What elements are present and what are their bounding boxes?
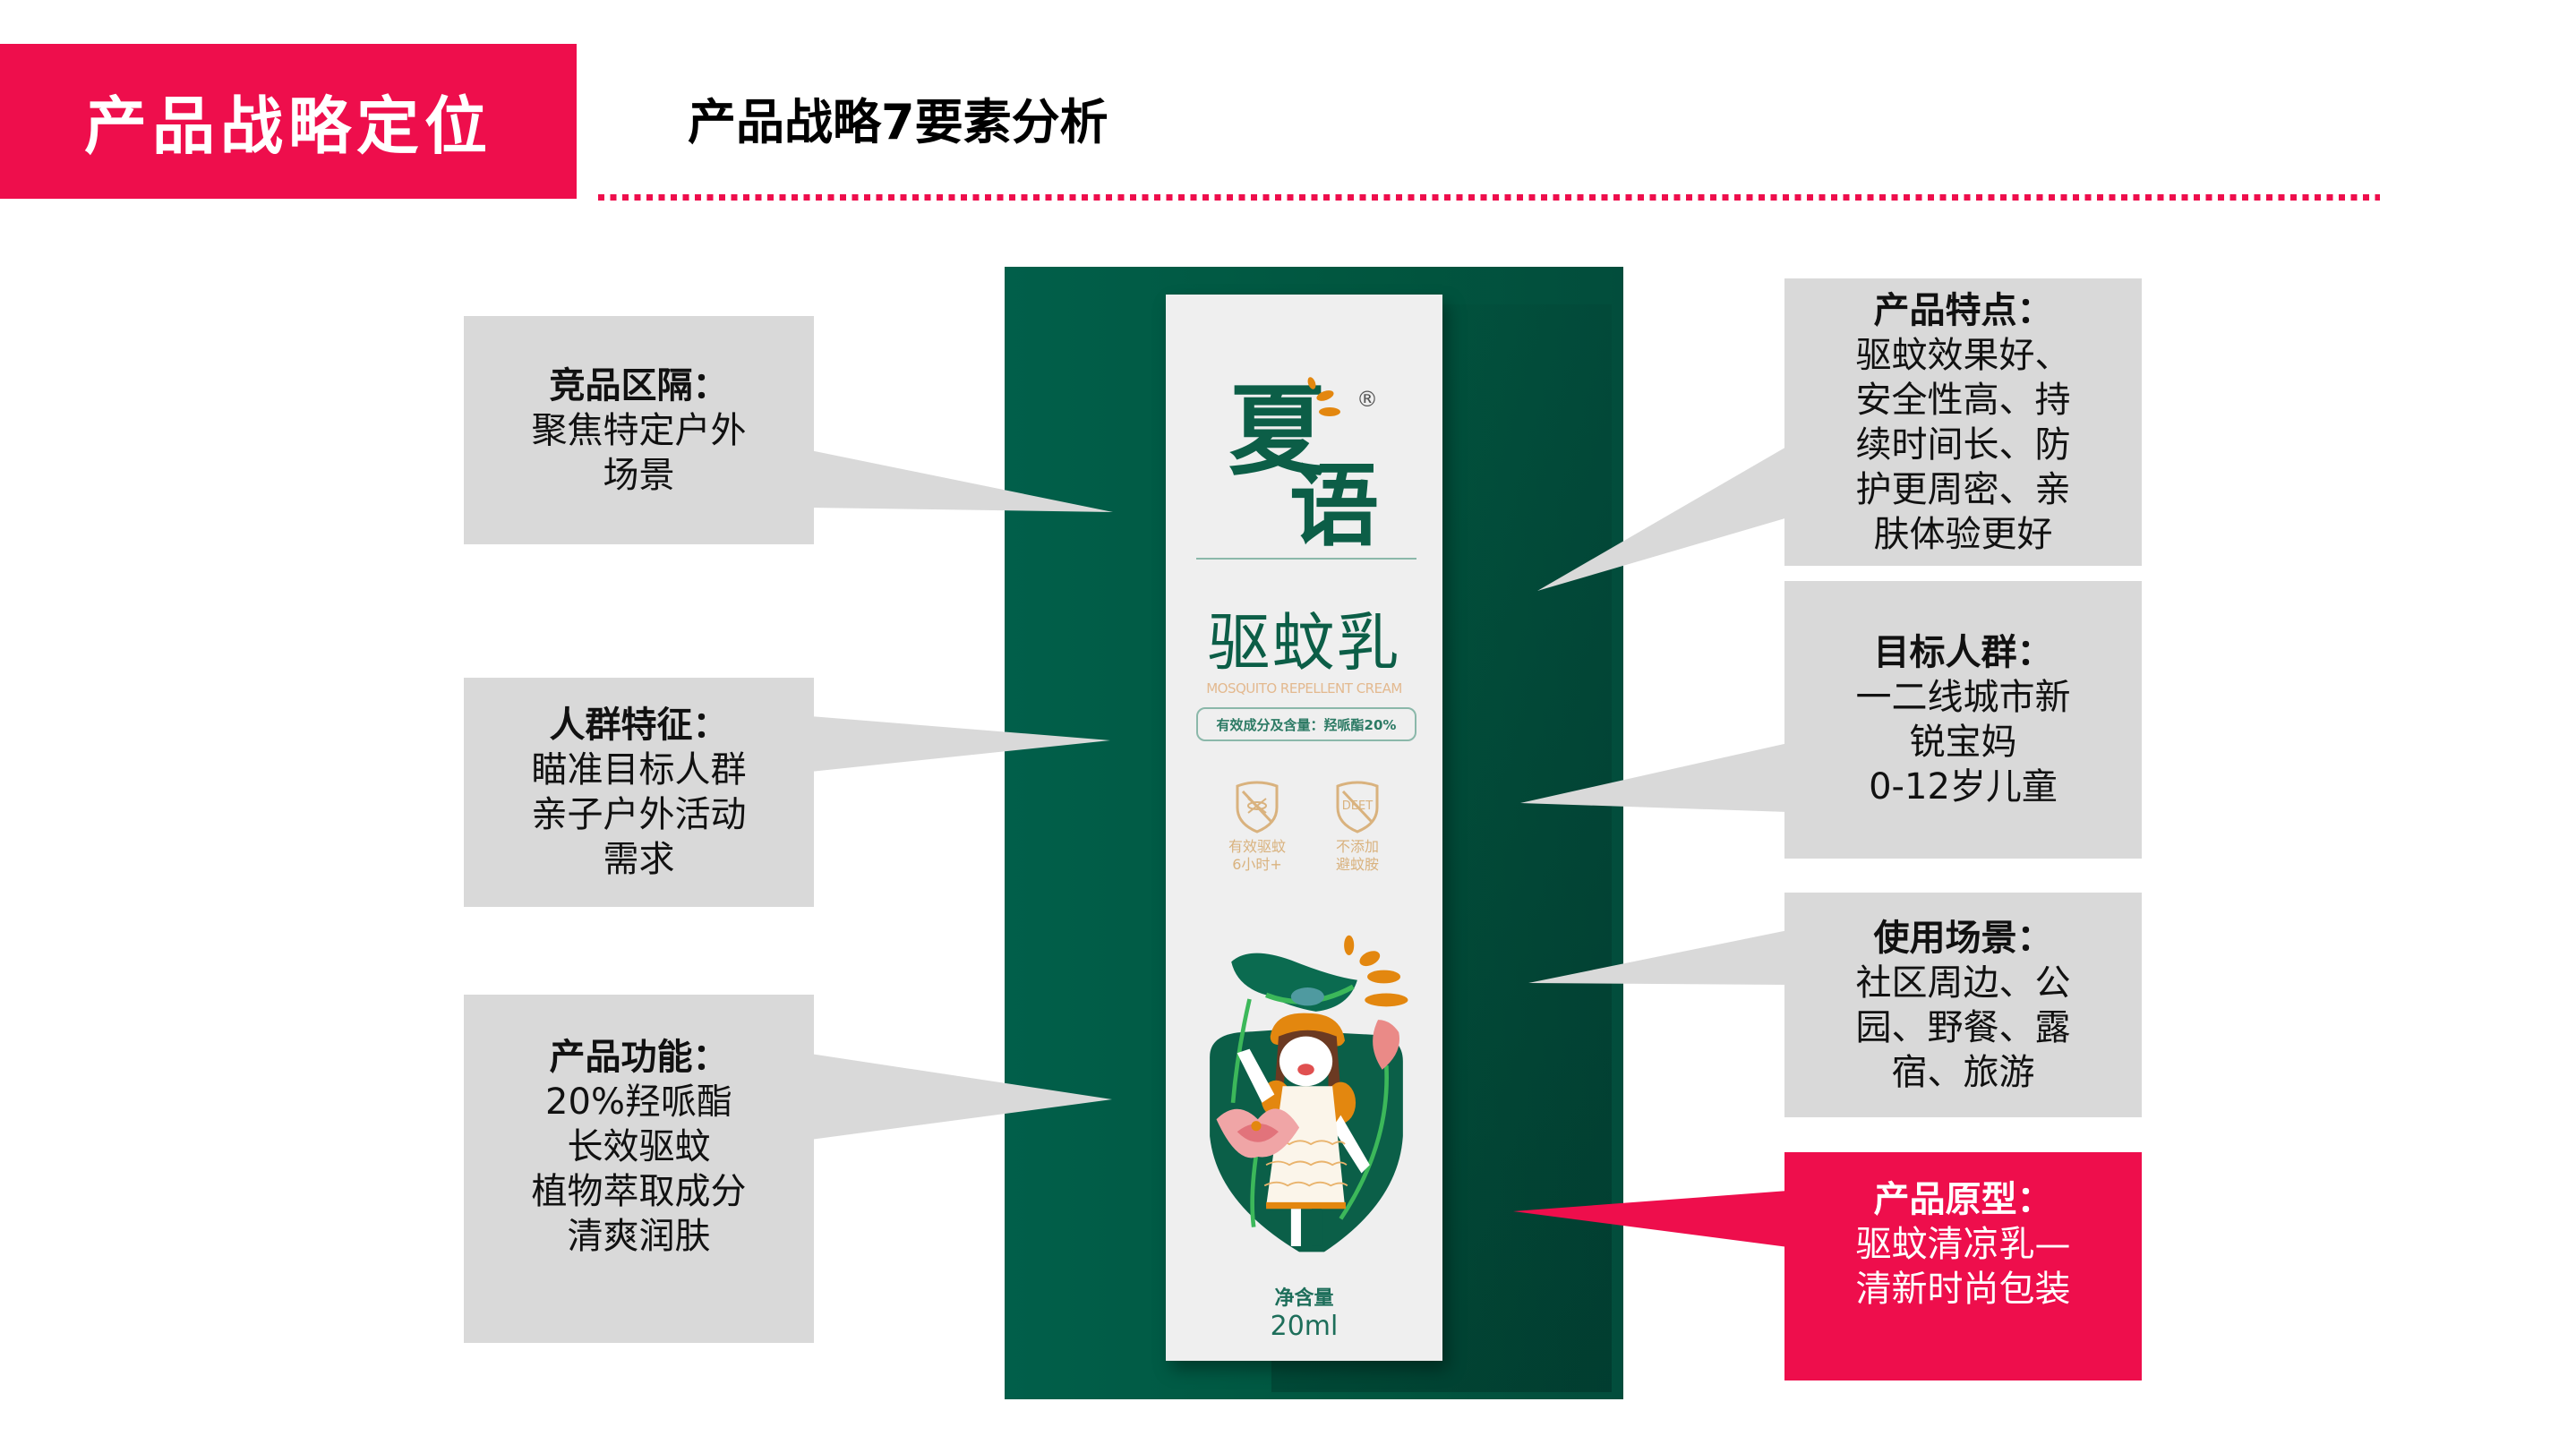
callout-title: 人群特征：: [549, 705, 729, 746]
registered-mark: ®: [1356, 387, 1378, 412]
callout-line: 长效驱蚊: [567, 1126, 711, 1167]
svg-text:DEET: DEET: [1342, 799, 1373, 813]
callout-line: 亲子户外活动: [531, 794, 747, 835]
dotted-divider: [598, 194, 2380, 201]
page-subtitle: 产品战略7要素分析: [688, 94, 1108, 150]
callout-line: 场景: [603, 454, 675, 496]
net-content-label: 净含量: [1274, 1287, 1334, 1310]
callout-product-features: 产品特点： 驱蚊效果好、 安全性高、持 续时间长、防 护更周密、亲 肤体验更好: [1784, 278, 2142, 566]
brand-logo-icon: 夏 语: [1228, 374, 1379, 546]
callout-line: 20%羟哌酯: [545, 1081, 732, 1123]
svg-text:夏: 夏: [1228, 374, 1328, 489]
badge-text-duration: 有效驱蚊 6小时+: [1212, 838, 1302, 874]
product-name-en: MOSQUITO REPELLENT CREAM: [1206, 680, 1402, 697]
badge-text-no-deet: 不添加 避蚊胺: [1313, 838, 1402, 874]
badge-line: 避蚊胺: [1335, 856, 1379, 873]
callout-product-prototype: 产品原型： 驱蚊清凉乳— 清新时尚包装: [1784, 1152, 2142, 1380]
girl-lotus-illustration-icon: [1210, 935, 1408, 1252]
callout-line: 聚焦特定户外: [531, 409, 747, 451]
callout-line: 需求: [603, 839, 675, 880]
section-title: 产品战略定位: [84, 90, 492, 163]
badge-line: 有效驱蚊: [1228, 838, 1286, 855]
pointer-left-1: [810, 450, 1113, 512]
callout-competitive-positioning: 竞品区隔： 聚焦特定户外 场景: [464, 316, 814, 544]
callout-line: 宿、旅游: [1891, 1051, 2035, 1093]
pointer-right-2: [1520, 743, 1788, 812]
callout-line: 园、野餐、露: [1855, 1006, 2071, 1048]
package-divider: [1196, 558, 1416, 560]
callout-line: 瞄准目标人群: [531, 749, 747, 791]
pointer-right-1: [1537, 446, 1788, 591]
net-content-value: 20ml: [1270, 1311, 1339, 1342]
callout-line: 植物萃取成分: [531, 1171, 747, 1212]
pointer-left-2: [810, 716, 1110, 772]
callout-title: 使用场景：: [1873, 917, 2053, 959]
callout-line: 锐宝妈: [1909, 722, 2017, 763]
callout-title: 产品原型：: [1873, 1179, 2053, 1220]
callout-usage-scenarios: 使用场景： 社区周边、公 园、野餐、露 宿、旅游: [1784, 893, 2142, 1117]
section-header-bar: [0, 44, 577, 199]
callout-title: 目标人群：: [1873, 632, 2053, 673]
product-name: 驱蚊乳: [1207, 606, 1401, 680]
callout-title: 产品特点：: [1873, 289, 2053, 331]
pointer-right-4: [1513, 1191, 1788, 1247]
ingredient-label: 有效成分及含量：羟哌酯20%: [1196, 707, 1416, 741]
callout-line: 肤体验更好: [1873, 513, 2053, 555]
callout-line: 清爽润肤: [567, 1216, 711, 1257]
pointer-left-3: [810, 1054, 1112, 1140]
pointer-right-3: [1528, 930, 1788, 985]
no-deet-icon: DEET: [1336, 781, 1379, 833]
net-content: 净含量 20ml: [1166, 1282, 1442, 1342]
callout-line: 安全性高、持: [1855, 379, 2071, 421]
callout-line: 护更周密、亲: [1855, 468, 2071, 510]
badge-line: 6小时+: [1232, 856, 1282, 873]
callout-line: 一二线城市新: [1855, 677, 2071, 718]
callout-line: 0-12岁儿童: [1869, 766, 2058, 808]
callout-line: 清新时尚包装: [1855, 1269, 2071, 1310]
no-mosquito-icon: [1236, 781, 1279, 833]
callout-audience-traits: 人群特征： 瞄准目标人群 亲子户外活动 需求: [464, 678, 814, 907]
svg-text:语: 语: [1289, 454, 1379, 546]
callout-title: 竞品区隔：: [549, 364, 729, 406]
callout-title: 产品功能：: [549, 1037, 729, 1078]
callout-line: 续时间长、防: [1855, 423, 2071, 466]
callout-target-audience: 目标人群： 一二线城市新 锐宝妈 0-12岁儿童: [1784, 581, 2142, 859]
callout-line: 社区周边、公: [1855, 962, 2071, 1004]
callout-line: 驱蚊效果好、: [1855, 334, 2071, 376]
callout-line: 驱蚊清凉乳—: [1855, 1224, 2071, 1265]
callout-product-function: 产品功能： 20%羟哌酯 长效驱蚊 植物萃取成分 清爽润肤: [464, 995, 814, 1343]
badge-line: 不添加: [1335, 838, 1379, 855]
